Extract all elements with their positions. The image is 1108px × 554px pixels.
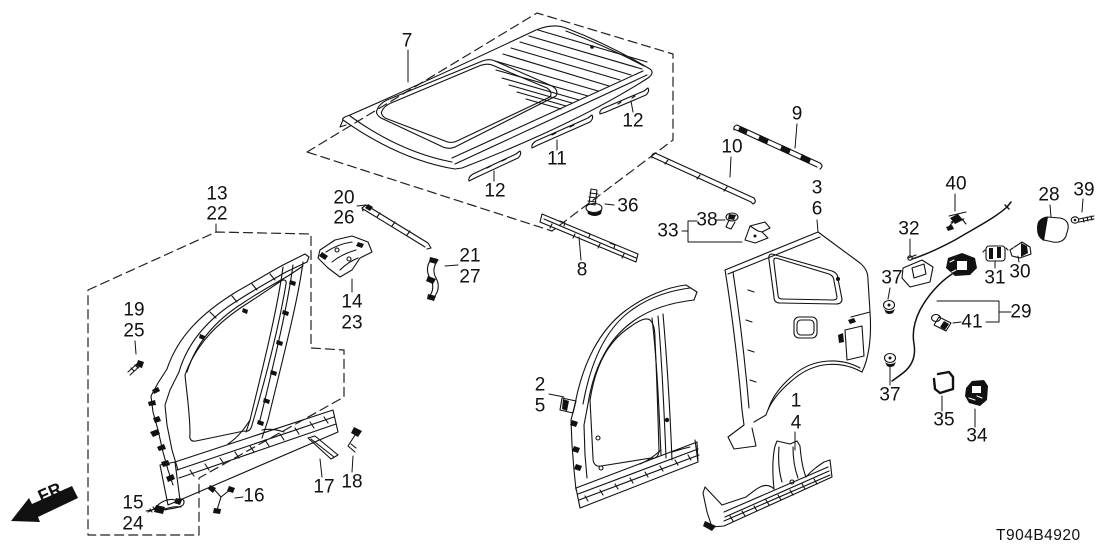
- gasket-35: [932, 370, 955, 395]
- part-callout-37-30: 37: [881, 267, 903, 289]
- part-callout-22-13: 22: [206, 203, 228, 225]
- roof-rail-9: [733, 124, 823, 170]
- part-callout-41-34: 41: [961, 311, 983, 333]
- part-callout-31-31: 31: [984, 267, 1006, 289]
- side-panel-2-5: [559, 284, 700, 509]
- part-callout-1-24: 1: [790, 390, 802, 412]
- roof-molding-strip-12-front: [468, 150, 522, 182]
- part-callout-2-22: 2: [534, 374, 546, 396]
- clip-31: [982, 245, 1009, 262]
- clip-18: [347, 427, 362, 453]
- dashed-boundary-roof: [306, 12, 674, 232]
- fuel-lid-28: [1037, 216, 1069, 243]
- part-callout-3-6: 3: [811, 177, 823, 199]
- part-callout-37-35: 37: [879, 384, 901, 406]
- part-callout-7-0: 7: [401, 30, 413, 52]
- part-callout-36-8: 36: [617, 195, 639, 217]
- part-callout-34-37: 34: [966, 425, 988, 447]
- roof-rail-8: [539, 213, 639, 263]
- part-callout-19-20: 19: [123, 299, 145, 321]
- grommet-30: [1009, 241, 1032, 259]
- part-callout-32-29: 32: [898, 218, 920, 240]
- part-callout-10-5: 10: [721, 136, 743, 158]
- part-callout-20-14: 20: [333, 187, 355, 209]
- roof-rib-lines: [494, 29, 648, 110]
- opener-cable-29: [891, 201, 1012, 382]
- part-callout-39-28: 39: [1073, 179, 1095, 201]
- leader-lines: [134, 49, 1084, 512]
- part-callout-21-18: 21: [459, 245, 481, 267]
- part-callout-23-17: 23: [341, 312, 363, 334]
- part-callout-25-21: 25: [123, 320, 145, 342]
- latch-15-24: [147, 498, 185, 514]
- bolt-39: [1070, 215, 1095, 224]
- part-callout-16-40: 16: [243, 485, 265, 507]
- bracket-21-27: [426, 257, 439, 301]
- bolt-36: [585, 188, 603, 216]
- part-callout-8-9: 8: [576, 259, 588, 281]
- part-callout-11-2: 11: [547, 148, 567, 170]
- roof-molding-strip-12-rear: [599, 87, 650, 115]
- bracket-14-23: [317, 235, 373, 278]
- clip-40: [946, 211, 967, 231]
- part-callout-18-42: 18: [341, 471, 363, 493]
- dashed-boundary-side-panel: [87, 231, 345, 536]
- cable-bracket-32: [901, 254, 934, 288]
- bolt-37-upper: [882, 299, 896, 314]
- clip-38: [725, 212, 739, 230]
- part-callout-17-41: 17: [313, 476, 335, 498]
- actuator-34: [965, 380, 988, 406]
- part-callout-30-32: 30: [1009, 261, 1031, 283]
- bolt-37-lower: [883, 352, 897, 367]
- part-callout-6-7: 6: [811, 198, 823, 220]
- strip-17: [307, 435, 339, 460]
- diagram-code: T904B4920: [996, 527, 1081, 544]
- part-callout-28-27: 28: [1038, 184, 1060, 206]
- part-callout-12-1: 12: [622, 110, 644, 132]
- part-callout-40-26: 40: [945, 173, 967, 195]
- part-callout-5-23: 5: [534, 395, 546, 417]
- part-callout-12-3: 12: [484, 180, 506, 202]
- part-callout-26-15: 26: [333, 207, 355, 229]
- part-callout-35-36: 35: [933, 409, 955, 431]
- part-callout-4-25: 4: [790, 412, 802, 434]
- part-callout-14-16: 14: [341, 291, 363, 313]
- side-panel-outer-13-22: [148, 253, 339, 506]
- roof-rail-10: [651, 152, 756, 205]
- bracket-33: [744, 221, 771, 244]
- part-callout-15-38: 15: [122, 492, 144, 514]
- opener-latch: [946, 253, 977, 276]
- part-callout-13-12: 13: [206, 183, 228, 205]
- sill-panel-1-4: [702, 440, 833, 531]
- part-callout-24-39: 24: [122, 513, 144, 535]
- part-callout-33-10: 33: [657, 220, 679, 242]
- part-callout-29-33: 29: [1010, 301, 1032, 323]
- part-callout-38-11: 38: [696, 209, 718, 231]
- screw-19-25: [127, 360, 144, 376]
- roof-molding-strip-11: [531, 114, 594, 149]
- roof-panel: [339, 25, 653, 170]
- clip-16: [208, 485, 235, 514]
- clip-41: [930, 313, 952, 332]
- quarter-panel-3-6: [724, 231, 872, 450]
- part-callout-9-4: 9: [791, 103, 803, 125]
- stiffener-20-26: [361, 204, 432, 250]
- fr-arrow: [11, 486, 78, 522]
- part-callout-27-19: 27: [459, 266, 481, 288]
